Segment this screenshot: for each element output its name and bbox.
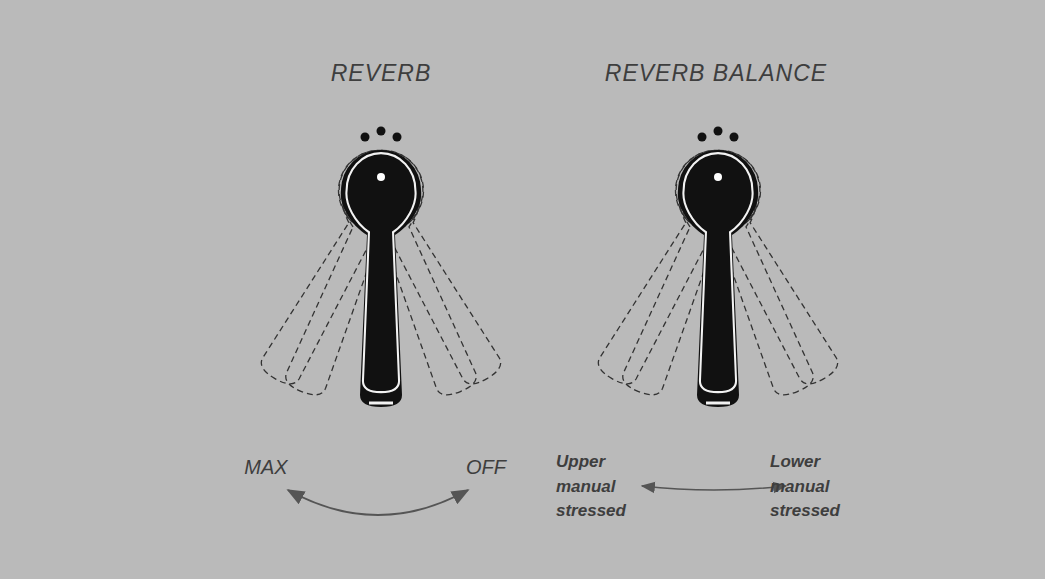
position-dot [698,133,707,142]
ghost-lever [601,138,772,406]
ghost-lever [327,138,498,406]
lever-highlight [683,153,752,392]
position-label: OFF [466,456,506,479]
ghost-lever [664,138,835,406]
lever [240,127,522,408]
swing-arrow [288,490,468,515]
position-label: MAX [244,456,287,479]
position-dot [393,133,402,142]
lever-tip [369,402,393,405]
lever-tip [706,402,730,405]
heading: REVERB [331,60,432,87]
position-dot [714,127,723,136]
position-dot [730,133,739,142]
lever-body [341,150,421,407]
position-dot [377,127,386,136]
ghost-lever [264,138,435,406]
heading: REVERB BALANCE [605,60,827,87]
swing-arrow [642,486,786,490]
position-label: Upper manual stressed [556,450,636,524]
index-dot [377,173,385,181]
lever-body [678,150,758,407]
lever-highlight [346,153,415,392]
lever [577,127,859,408]
index-dot [714,173,722,181]
position-dot [361,133,370,142]
position-label: Lower manual stressed [770,450,850,524]
